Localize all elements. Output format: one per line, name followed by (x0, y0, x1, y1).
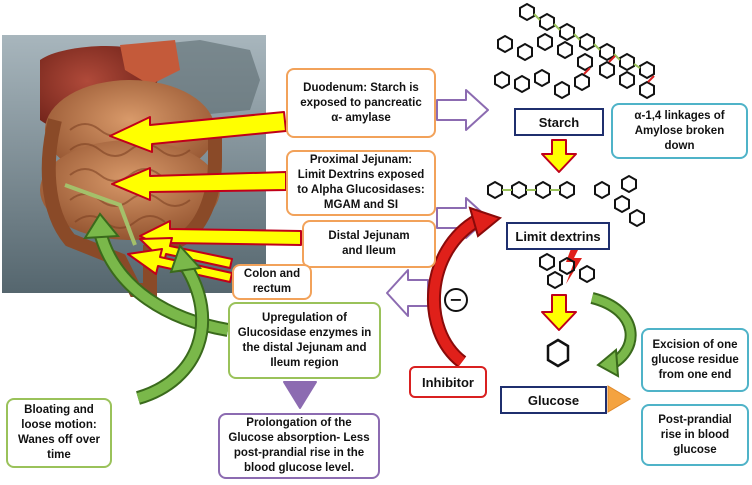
distal-jejunum-box: Distal Jejunam and Ileum (302, 220, 436, 268)
limit-dextrins-box: Limit dextrins (506, 222, 610, 250)
upregulation-box: Upregulation of Glucosidase enzymes in t… (228, 302, 381, 379)
bloating-box: Bloating and loose motion: Wanes off ove… (6, 398, 112, 468)
arrow-duodenum (109, 111, 287, 153)
minus-circle (444, 288, 468, 312)
starch-molecules (494, 2, 655, 100)
excision-box: Excision of one glucose residue from one… (641, 328, 749, 392)
duodenum-box: Duodenum: Starch is exposed to pancreati… (286, 68, 436, 138)
inhibition-arrow (426, 206, 503, 368)
proximal-jejunum-box: Proximal Jejunam: Limit Dextrins exposed… (286, 150, 436, 216)
amylose-box: α-1,4 linkages of Amylose broken down (611, 103, 748, 159)
arrow-to-starch (436, 89, 489, 131)
inhibitor-box: Inhibitor (409, 366, 487, 398)
orange-pointer (607, 385, 631, 413)
arrow-to-prolongation (283, 381, 317, 409)
glucose-box: Glucose (500, 386, 607, 414)
pathway-down-arrows (541, 139, 577, 331)
arrow-proximal-jejunum (111, 167, 287, 201)
limit-dextrin-molecules (487, 174, 645, 290)
starch-box: Starch (514, 108, 604, 136)
glucose-molecule (546, 338, 570, 368)
prolongation-box: Prolongation of the Glucose absorption- … (218, 413, 380, 479)
arrow-to-upregulation (386, 269, 429, 317)
colon-box: Colon and rectum (232, 264, 312, 300)
postprandial-box: Post-prandial rise in blood glucose (641, 404, 749, 466)
green-arrows (83, 212, 637, 405)
minus-sign: − (449, 290, 463, 309)
